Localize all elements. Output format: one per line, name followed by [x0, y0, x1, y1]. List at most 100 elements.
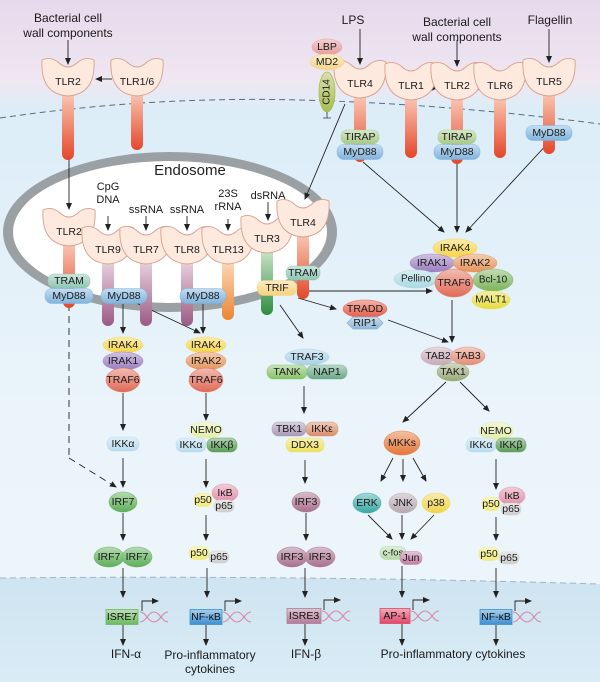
nfkb-promoter-right-shape [479, 609, 513, 625]
dna-nfkb-right-tss-arrow [514, 598, 532, 611]
dna-ap1-strand-a [410, 610, 440, 622]
nemo-mid-shape [188, 421, 224, 439]
traf6-mid-shape [188, 367, 224, 393]
dna-isre3-strand-a [321, 610, 351, 622]
ligand-ssrna-tlr7: ssRNA [129, 204, 164, 216]
tlr8-endosomal: TLR8 [160, 225, 214, 326]
arrow-trif-to-traf3 [279, 304, 304, 339]
tirap-tlr2-shape [437, 129, 477, 145]
traf6-mid: TRAF6 [188, 367, 224, 393]
ddx3: DDX3 [285, 437, 325, 453]
tlr1-surface-head [384, 61, 438, 101]
p50-right-a: p50 [481, 497, 501, 511]
p50-mid-b-shape [188, 546, 210, 560]
p65-right-a-shape [500, 502, 522, 516]
myd88-tlr4-label: MyD88 [343, 146, 376, 158]
ikk-alpha-left-shape [106, 436, 140, 452]
irf3-dimer-b-label: IRF3 [309, 551, 332, 563]
isre7-promoter-label: ISRE7 [107, 611, 138, 623]
output-proinflammatory-left-line: Pro-inflammatory [164, 648, 255, 662]
nemo-right-shape [478, 421, 514, 441]
tbk1: TBK1 [271, 421, 307, 437]
irak4-central-label: IRAK4 [440, 242, 471, 254]
traf3: TRAF3 [284, 348, 330, 366]
myd88-tlr2-label: MyD88 [440, 146, 473, 158]
p38-shape [421, 492, 451, 514]
arrow-tak1-to-nemo-right [459, 381, 490, 412]
trif-label: TRIF [265, 282, 288, 294]
myd88-tlr5-shape [525, 125, 573, 141]
tlr2-surface-left: TLR2 [41, 57, 95, 160]
irak2-central-shape [452, 253, 498, 273]
tlr4-endosomal-head [276, 198, 330, 238]
myd88-tlr8-tlr13-shape [179, 288, 227, 304]
rip1: RIP1 [346, 316, 384, 330]
irf7-dimer-b-shape [121, 546, 153, 568]
tram-tlr2: TRAM [47, 273, 91, 289]
malt1-shape [471, 290, 511, 310]
trif: TRIF [256, 280, 298, 296]
md2-label: MD2 [316, 56, 338, 68]
tlr13-endosomal-stem [222, 256, 234, 320]
tab3: TAB3 [450, 346, 486, 366]
ikk-alpha-left-label: IKKα [112, 438, 135, 450]
arrows-layer [65, 29, 552, 646]
irf3-dimer-b: IRF3 [304, 546, 336, 568]
tram-tlr2-label: TRAM [54, 275, 84, 287]
irf7-shape [108, 491, 138, 513]
ikk-alpha-right-label: IKKα [470, 439, 493, 451]
dna-ap1-tss-arrow [412, 597, 430, 610]
nfkb-promoter-right-label: NF-κB [481, 611, 511, 623]
myd88-tlr2-endo-shape [44, 288, 94, 304]
p50-right-b: p50 [478, 547, 500, 561]
dna-nfkb-mid-tss-arrow [224, 598, 242, 611]
traf6-central: TRAF6 [434, 268, 474, 298]
tlr6-surface-head [473, 61, 527, 101]
ligand-bacterial-cell-wall-right-line: Bacterial cell [423, 15, 491, 29]
nfkb-promoter-mid-label: NF-κB [191, 611, 221, 623]
tab3-label: TAB3 [455, 350, 481, 362]
isre7-promoter-shape [105, 609, 139, 625]
tlr2-surface-right-label: TLR2 [444, 80, 470, 92]
tlr4-endosomal-label: TLR4 [290, 217, 316, 229]
pellino: Pellino [393, 269, 439, 289]
ikk-alpha-mid-label: IKKα [180, 439, 203, 451]
cd14: CD14 [318, 71, 336, 119]
ikk-beta-mid-label: IKKβ [211, 439, 234, 451]
tbk1-label: TBK1 [276, 423, 302, 435]
p65-mid-b-shape [208, 550, 230, 564]
malt1-label: MALT1 [475, 295, 507, 306]
dna-isre3 [321, 597, 351, 622]
irak4-left: IRAK4 [102, 336, 144, 354]
tlr7-endosomal-label: TLR7 [133, 244, 159, 256]
pellino-label: Pellino [401, 274, 431, 285]
ikk-beta-mid: IKKβ [206, 437, 238, 453]
lbp: LBP [311, 38, 343, 56]
p38-label: p38 [427, 497, 445, 509]
tlr9-endosomal-label: TLR9 [95, 244, 121, 256]
tank: TANK [266, 364, 308, 380]
output-ifn-alpha: IFN-α [111, 647, 141, 661]
tlr4-surface-label: TLR4 [347, 78, 373, 90]
ikb-right: IκB [498, 486, 526, 506]
arrow-mkks-to-p38 [412, 457, 427, 482]
dna-nfkb-mid [222, 598, 252, 623]
jun-label: Jun [403, 552, 420, 564]
arrow-myd88-tlr5-to-irak4 [465, 141, 550, 233]
mkks-shape [383, 430, 421, 456]
tlr2-endosomal-label: TLR2 [56, 226, 82, 238]
dna-ap1-strand-b [410, 610, 440, 622]
tirap-tlr2-label: TIRAP [442, 131, 473, 143]
irf7: IRF7 [108, 491, 138, 513]
trif-shape [256, 280, 298, 296]
nfkb-promoter-right: NF-κB [479, 609, 513, 625]
p65-mid-b-label: p65 [210, 551, 228, 563]
tlr7-endosomal: TLR7 [119, 225, 173, 326]
rip1-shape [346, 316, 384, 330]
irak4-central-shape [432, 238, 478, 258]
p65-mid-b: p65 [208, 550, 230, 564]
p50-mid-b: p50 [188, 546, 210, 560]
